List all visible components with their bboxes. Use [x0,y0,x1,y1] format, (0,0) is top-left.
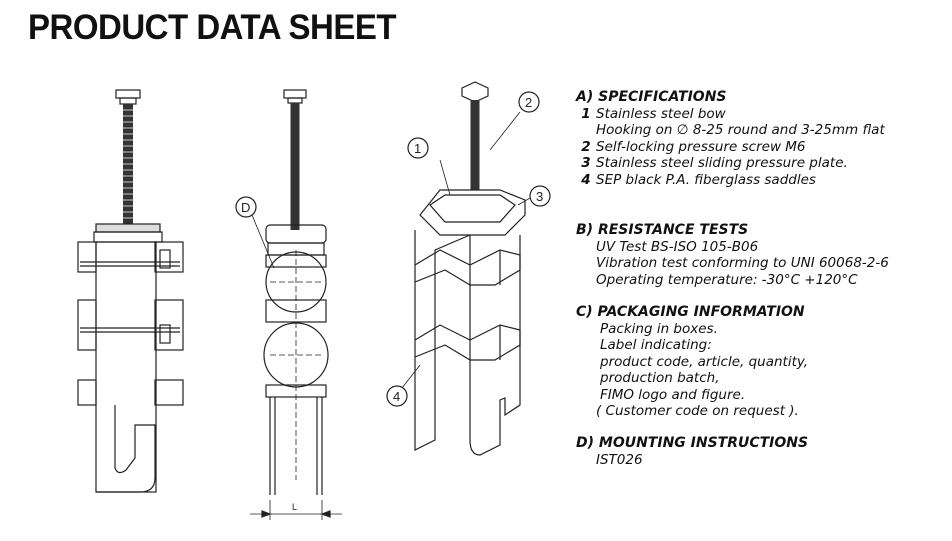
spec-number: 2 [581,138,591,155]
callout-d: D [241,200,250,215]
packaging-line: product code, article, quantity, [600,353,809,370]
callout-2: 2 [525,95,532,110]
spec-item: 1 Stainless steel bow [576,106,885,123]
packaging-line: ( Customer code on request ). [596,403,799,419]
packaging-line: production batch, [600,370,720,386]
spec-text: Stainless steel bow [596,105,726,122]
resistance-heading: B) RESISTANCE TESTS [576,222,749,238]
spec-number: 4 [581,171,591,188]
mounting-heading: D) MOUNTING INSTRUCTIONS [576,435,809,451]
spec-number: 3 [581,155,591,171]
spec-item: 2 Self-locking pressure screw M6 [576,139,885,156]
side-view-drawing [77,89,184,493]
callout-4: 4 [393,389,400,404]
spec-text: Self-locking pressure screw M6 [596,138,806,155]
section-mounting: D) MOUNTING INSTRUCTIONS IST026 [576,435,808,468]
specifications-heading: A) SPECIFICATIONS [576,89,727,105]
callout-1: 1 [414,141,421,156]
callout-3: 3 [536,189,543,204]
packaging-line: FIMO logo and figure. [600,386,746,403]
packaging-line: Label indicating: [600,337,712,353]
mounting-line: IST026 [596,451,643,468]
resistance-line: Operating temperature: -30°C +120°C [596,271,858,288]
spec-text: Hooking on ∅ 8-25 round and 3-25mm flat [596,122,885,138]
front-view-drawing [235,89,342,520]
spec-item: 3 Stainless steel sliding pressure plate. [576,155,885,172]
resistance-line: UV Test BS-ISO 105-B06 [596,238,759,255]
section-packaging: C) PACKAGING INFORMATION Packing in boxe… [576,304,808,420]
spec-item: Hooking on ∅ 8-25 round and 3-25mm flat [576,122,885,139]
spec-item: 4 SEP black P.A. fiberglass saddles [576,172,885,189]
isometric-view-drawing [386,81,551,456]
dimension-l-label: L [292,502,297,512]
spec-text: Stainless steel sliding pressure plate. [596,155,848,171]
spec-number: 1 [581,105,591,122]
spec-text: SEP black P.A. fiberglass saddles [596,171,816,188]
packaging-heading: C) PACKAGING INFORMATION [576,304,805,320]
section-specifications: A) SPECIFICATIONS 1 Stainless steel bow H… [576,89,885,188]
packaging-line: Packing in boxes. [600,320,718,337]
resistance-line: Vibration test conforming to UNI 60068-2… [596,255,889,271]
page-title: PRODUCT DATA SHEET [28,6,397,47]
section-resistance-tests: B) RESISTANCE TESTS UV Test BS-ISO 105-B… [576,222,889,288]
